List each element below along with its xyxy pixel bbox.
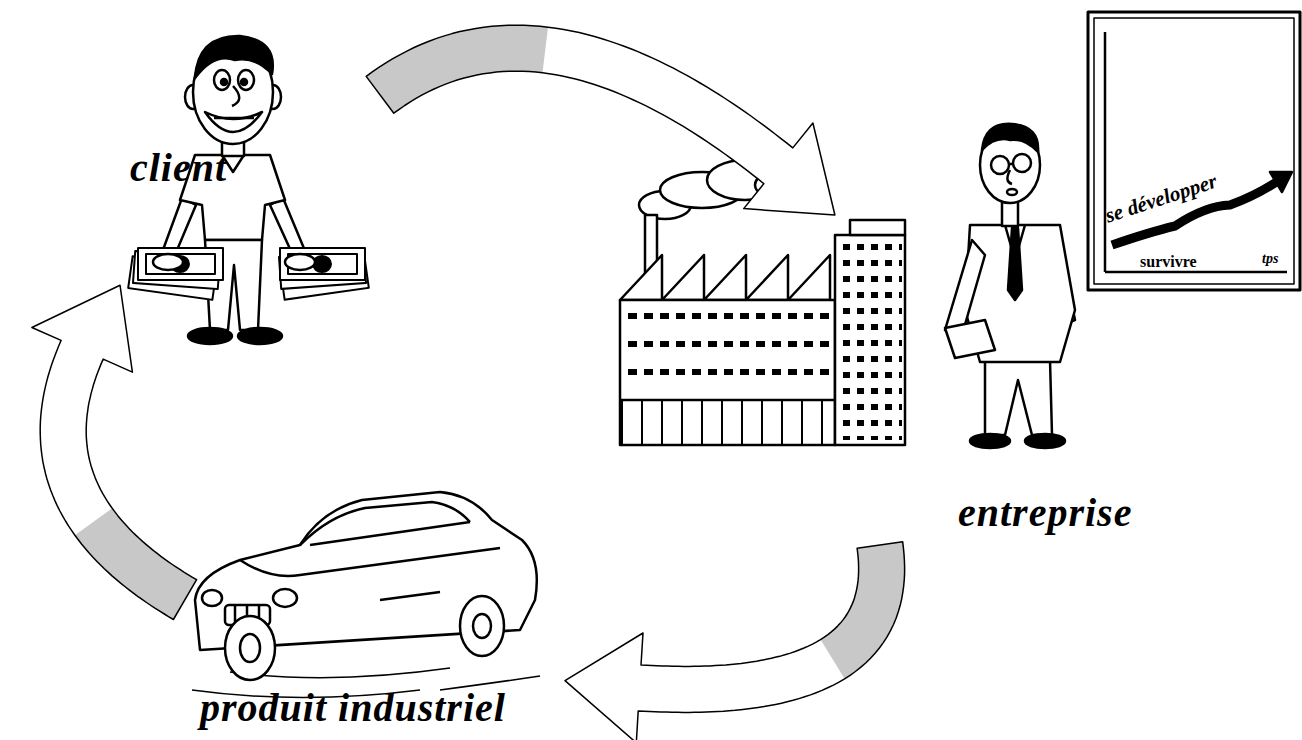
node-caption: produit industriel — [200, 688, 506, 728]
arrow-shade — [821, 542, 905, 679]
car-drawing — [192, 492, 540, 698]
arrow-outline — [366, 25, 835, 215]
product-node: produit industriel — [185, 470, 565, 740]
client-figure — [128, 36, 369, 344]
curved-arrow — [32, 285, 197, 619]
arrow-fill — [32, 285, 197, 619]
arrow-outline — [565, 542, 905, 740]
company-node: entreprise — [610, 215, 1302, 545]
arrow-outline — [32, 285, 197, 619]
board-axis-label: survivre — [1140, 254, 1197, 270]
manager-figure — [945, 12, 1300, 448]
arrow-shade — [366, 25, 548, 113]
arrow-shade — [75, 508, 197, 619]
curved-arrow — [565, 542, 905, 740]
curved-arrow — [366, 25, 835, 215]
axis-time-label: tps — [1262, 252, 1278, 266]
arrow-fill — [366, 25, 835, 215]
client-node: client — [120, 20, 380, 360]
arrow-fill — [565, 542, 905, 740]
node-caption: client — [130, 148, 227, 188]
node-caption: entreprise — [958, 493, 1132, 533]
